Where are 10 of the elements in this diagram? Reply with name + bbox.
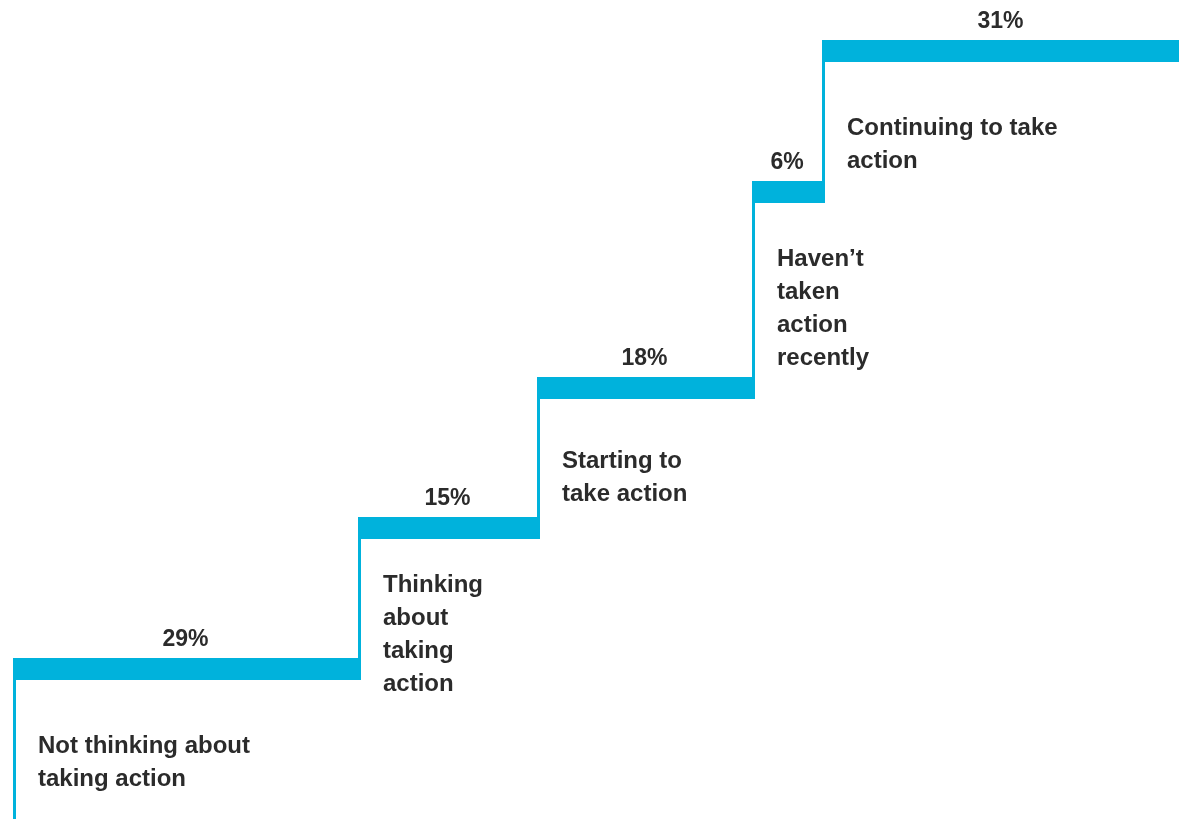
stage-label: Not thinking about taking action xyxy=(38,730,251,793)
percentage-label: 29% xyxy=(162,624,209,652)
stage-label: Thinking about taking action xyxy=(383,569,484,698)
percentage-label: 18% xyxy=(621,343,668,371)
percentage-label: 15% xyxy=(424,483,471,511)
stage-label: Continuing to take action xyxy=(847,112,1059,175)
stage-label: Starting to take action xyxy=(562,445,689,508)
percentage-label: 31% xyxy=(977,6,1024,34)
percentage-label: 6% xyxy=(770,147,804,175)
stage-label: Haven’t taken action recently xyxy=(777,243,871,372)
